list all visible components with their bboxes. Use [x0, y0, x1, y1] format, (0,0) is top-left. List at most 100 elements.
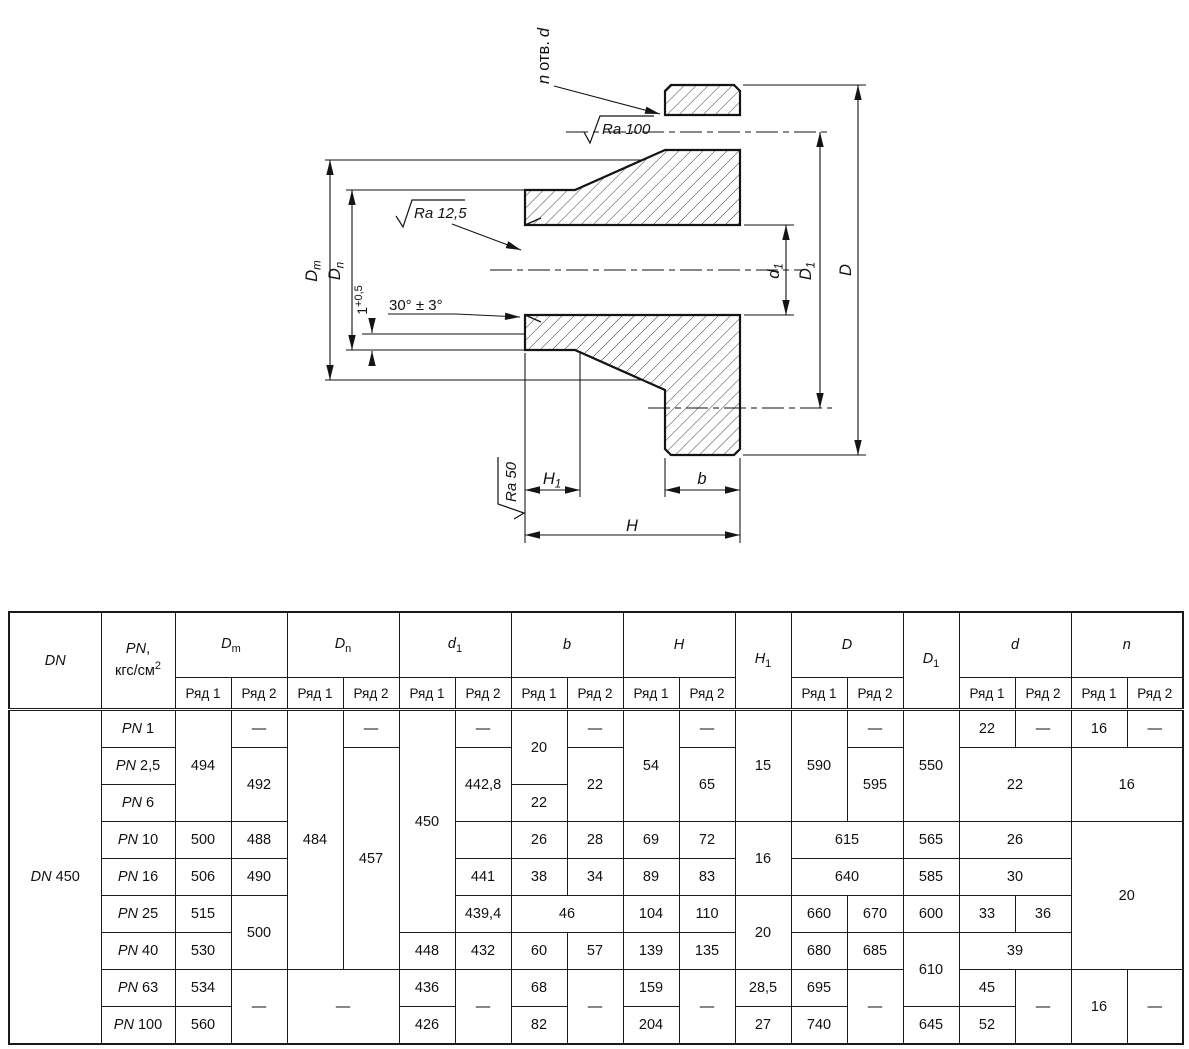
- table-cell: 33: [958, 895, 1016, 933]
- table-cell: 65: [678, 747, 736, 822]
- table-cell: 57: [566, 932, 624, 970]
- table-cell: 590: [790, 708, 848, 822]
- hub-upper-section: [523, 148, 742, 227]
- table-cell: —: [1126, 969, 1184, 1045]
- roughness-check-icon: [497, 457, 526, 520]
- table-cell: 46: [510, 895, 624, 933]
- dim-label-H: H: [626, 517, 638, 535]
- roughness-check-icon: [583, 115, 654, 145]
- table-cell: 740: [790, 1006, 848, 1045]
- table-cell: 28: [566, 821, 624, 859]
- table-cell: 695: [790, 969, 848, 1007]
- table-cell: 27: [734, 1006, 792, 1045]
- table-cell: 16: [1070, 747, 1184, 822]
- flange-section: [523, 83, 742, 457]
- table-cell: —: [1014, 969, 1072, 1045]
- column-header-pn: PN,кгс/см2: [100, 611, 176, 710]
- holes-note-label: nотв.d: [535, 27, 553, 84]
- table-cell: —: [1126, 708, 1184, 748]
- table-cell: 610: [902, 932, 960, 1007]
- dim-label-dn: Dn: [326, 262, 347, 280]
- column-header-dn: DN: [8, 611, 102, 710]
- table-cell: —: [286, 969, 400, 1045]
- column-header: d1: [398, 611, 512, 678]
- table-cell: 585: [902, 858, 960, 896]
- flange-technical-drawing: Ra 12,5 Ra 100 Ra 50 Dm Dn 1+0,5 30° ± 3…: [303, 27, 866, 543]
- table-cell: 560: [174, 1006, 232, 1045]
- hub-lower-section: [523, 313, 742, 457]
- pn-row-header: PN 2,5: [100, 747, 176, 785]
- table-cell: 450: [398, 708, 456, 933]
- series-header: Ряд 1: [958, 677, 1016, 710]
- series-header: Ряд 2: [846, 677, 904, 710]
- table-cell: 22: [566, 747, 624, 822]
- table-cell: 600: [902, 895, 960, 933]
- roughness-seal-label: Ra 12,5: [414, 205, 467, 222]
- table-cell: 484: [286, 708, 344, 970]
- table-cell: 595: [846, 747, 904, 822]
- table-cell: 30: [958, 858, 1072, 896]
- pn-row-header: PN 16: [100, 858, 176, 896]
- table-cell: 110: [678, 895, 736, 933]
- dn-cell: DN 450: [8, 708, 102, 1045]
- table-cell: 439,4: [454, 895, 512, 933]
- table-cell: 38: [510, 858, 568, 896]
- table-cell: 457: [342, 747, 400, 970]
- dim-label-angle: 30° ± 3°: [389, 297, 443, 314]
- roughness-marks: Ra 12,5 Ra 100 Ra 50: [395, 115, 654, 520]
- table-cell: 494: [174, 708, 232, 822]
- column-header: D: [790, 611, 904, 678]
- series-header: Ряд 1: [174, 677, 232, 710]
- table-cell: 82: [510, 1006, 568, 1045]
- table-cell: 68: [510, 969, 568, 1007]
- table-cell: 39: [958, 932, 1072, 970]
- seal-roughness-leader: [451, 223, 522, 251]
- table-cell: —: [230, 969, 288, 1045]
- table-cell: 52: [958, 1006, 1016, 1045]
- table-cell: 550: [902, 708, 960, 822]
- table-cell: 615: [790, 821, 904, 859]
- table-cell: 69: [622, 821, 680, 859]
- dim-label-d1: d1: [765, 263, 786, 279]
- table-cell: —: [678, 969, 736, 1045]
- series-header: Ряд 2: [678, 677, 736, 710]
- dim-label-D: D: [837, 264, 855, 276]
- table-cell: —: [846, 708, 904, 748]
- table-cell: 490: [230, 858, 288, 896]
- roughness-holes-label: Ra 100: [602, 121, 651, 138]
- rim-above-bolt-hole: [663, 83, 742, 117]
- table-cell: 442,8: [454, 747, 512, 822]
- roughness-face-label: Ra 50: [503, 461, 520, 502]
- pn-row-header: PN 6: [100, 784, 176, 822]
- series-header: Ряд 2: [1126, 677, 1184, 710]
- table-cell: 159: [622, 969, 680, 1007]
- table-cell: 60: [510, 932, 568, 970]
- series-header: Ряд 1: [790, 677, 848, 710]
- table-cell: 36: [1014, 895, 1072, 933]
- roughness-face: Ra 50: [497, 457, 526, 520]
- table-cell: 135: [678, 932, 736, 970]
- table-cell: 104: [622, 895, 680, 933]
- table-cell: 22: [510, 784, 568, 822]
- series-header: Ряд 2: [342, 677, 400, 710]
- table-cell: 28,5: [734, 969, 792, 1007]
- dim-label-step: 1+0,5: [353, 285, 370, 315]
- roughness-holes: Ra 100: [583, 115, 654, 145]
- column-header: H: [622, 611, 736, 678]
- angle-leader: [455, 312, 521, 320]
- table-cell: 500: [174, 821, 232, 859]
- column-header: b: [510, 611, 624, 678]
- table-cell: —: [454, 708, 512, 748]
- table-cell: 441: [454, 858, 512, 896]
- series-header: Ряд 2: [230, 677, 288, 710]
- table-cell: 506: [174, 858, 232, 896]
- dimension-labels: Dm Dn 1+0,5 30° ± 3° d1 D1 D H1 b H nотв…: [303, 27, 855, 535]
